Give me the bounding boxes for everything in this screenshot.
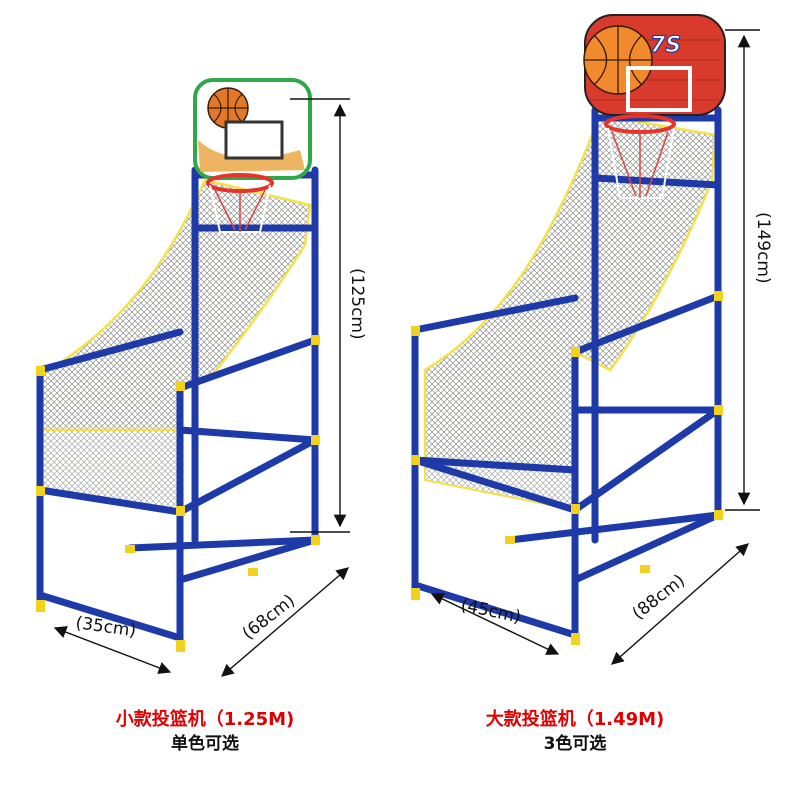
large-caption-title: 大款投篮机（1.49M) — [485, 709, 665, 730]
small-width-label: (35cm) — [74, 613, 137, 641]
small-backboard-target — [224, 120, 284, 160]
large-basketball-machine: 7S — [411, 14, 726, 645]
small-height-label: (125cm) — [347, 268, 367, 340]
small-caption: 小款投篮机（1.25M) 单色可选 — [25, 708, 385, 756]
large-depth-label: (88cm) — [629, 571, 689, 624]
large-caption-subtitle: 3色可选 — [543, 734, 607, 754]
large-dimension-lines — [430, 29, 760, 665]
small-caption-subtitle: 单色可选 — [171, 734, 239, 754]
large-caption: 大款投篮机（1.49M) 3色可选 — [395, 708, 755, 756]
large-backboard-logo: 7S — [650, 33, 681, 58]
large-backboard-target — [626, 66, 692, 112]
large-net — [423, 113, 717, 472]
small-basketball-machine — [36, 78, 320, 652]
small-net — [38, 178, 312, 432]
small-dimension-lines — [53, 98, 350, 677]
large-height-label: (149cm) — [753, 212, 773, 284]
small-caption-title: 小款投篮机（1.25M) — [115, 709, 295, 730]
